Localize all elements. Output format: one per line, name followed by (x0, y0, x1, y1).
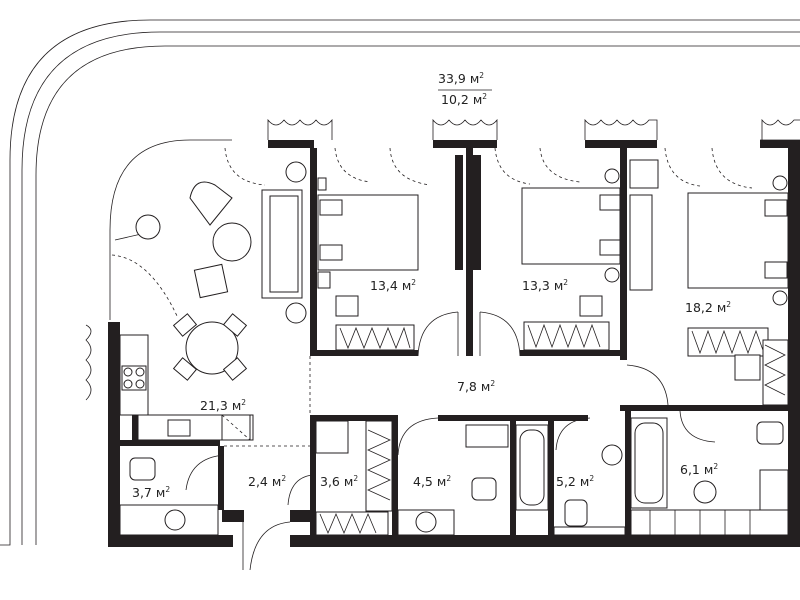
room-area-hall: 7,8 м2 (457, 379, 495, 394)
bathroom-2-fixtures (397, 424, 509, 536)
room-area-bedroom-1: 13,4 м2 (370, 278, 416, 293)
room-area-bathroom-3: 5,2 м2 (556, 474, 594, 489)
bedroom-2-furniture (521, 168, 621, 351)
laundry-fixtures (315, 420, 393, 536)
room-area-entrance: 2,4 м2 (248, 474, 286, 489)
area-labels: 33,9 м2 10,2 м2 13,4 м2 13,3 м2 18,2 м2 … (132, 71, 731, 500)
room-area-bathroom-2: 4,5 м2 (413, 474, 451, 489)
window-awnings (267, 118, 800, 140)
room-area-living-kitchen: 21,3 м2 (200, 398, 246, 413)
terrace-area-total: 33,9 м2 (438, 71, 484, 86)
room-area-bathroom-4: 6,1 м2 (680, 462, 718, 477)
bedroom-3-furniture (629, 159, 789, 406)
bathroom-3-fixtures (515, 424, 626, 536)
living-kitchen-furniture (119, 181, 254, 441)
terrace-area-partial: 10,2 м2 (441, 92, 487, 107)
exterior-walls (108, 140, 800, 547)
terrace-outline (0, 19, 800, 546)
door-swings (85, 147, 753, 571)
room-area-laundry: 3,6 м2 (320, 474, 358, 489)
room-area-bathroom-1: 3,7 м2 (132, 485, 170, 500)
room-area-bedroom-3: 18,2 м2 (685, 300, 731, 315)
bathroom-4-fixtures (630, 417, 789, 536)
bedroom-1-furniture (261, 161, 419, 351)
interior-walls (108, 148, 788, 535)
room-area-bedroom-2: 13,3 м2 (522, 278, 568, 293)
bathroom-1-fixtures (119, 457, 219, 536)
